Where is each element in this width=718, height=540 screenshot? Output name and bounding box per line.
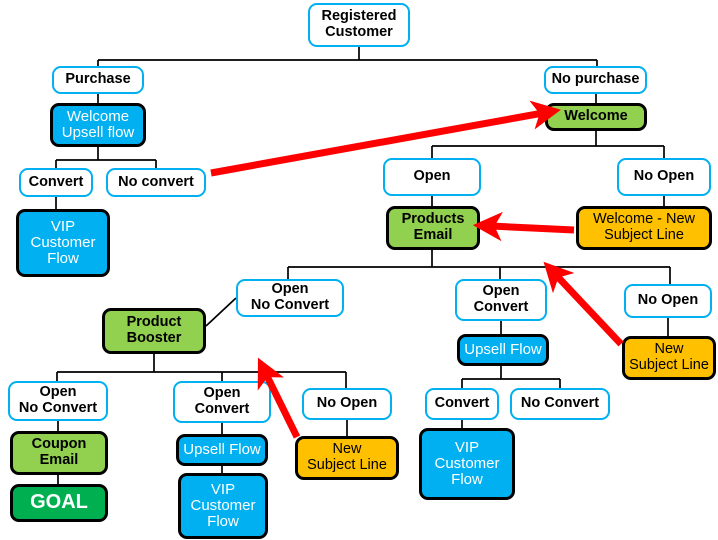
node-label: Product Booster	[126, 314, 182, 346]
node-upsell-flow-1[interactable]: Upsell Flow	[457, 334, 549, 366]
node-new-subject-line-2[interactable]: New Subject Line	[295, 436, 399, 480]
node-coupon-email[interactable]: Coupon Email	[10, 431, 108, 475]
node-convert-2[interactable]: Convert	[425, 388, 499, 420]
node-label: Coupon Email	[31, 436, 87, 468]
node-welcome-new-subject-line[interactable]: Welcome - New Subject Line	[576, 206, 712, 250]
node-label: Convert	[28, 173, 84, 190]
node-vip-customer-flow-3[interactable]: VIP Customer Flow	[178, 473, 268, 539]
node-no-open-2[interactable]: No Open	[624, 284, 712, 318]
node-label: No purchase	[551, 71, 640, 88]
node-convert-1[interactable]: Convert	[19, 168, 93, 197]
node-no-purchase[interactable]: No purchase	[544, 66, 647, 94]
node-label: Convert	[434, 395, 490, 412]
arrow-welcome-new-subject-to-products-email	[472, 211, 575, 242]
node-label: No convert	[118, 173, 194, 190]
node-purchase[interactable]: Purchase	[52, 66, 144, 94]
node-label: New Subject Line	[629, 341, 709, 373]
node-open-1[interactable]: Open	[383, 158, 481, 196]
node-no-open-3[interactable]: No Open	[302, 388, 392, 420]
node-label: No Convert	[520, 395, 600, 412]
node-label: No Open	[316, 395, 378, 412]
node-product-booster[interactable]: Product Booster	[102, 308, 206, 354]
node-label: VIP Customer Flow	[190, 480, 256, 531]
node-label: Welcome - New Subject Line	[592, 211, 696, 243]
node-label: Upsell Flow	[464, 340, 542, 358]
node-welcome[interactable]: Welcome	[545, 103, 647, 131]
node-label: Open Convert	[194, 385, 250, 417]
node-open-no-convert-1[interactable]: Open No Convert	[236, 279, 344, 317]
edge-welcome-to-open-no-open-1	[431, 131, 665, 158]
node-no-convert-2[interactable]: No Convert	[510, 388, 610, 420]
node-label: VIP Customer Flow	[434, 438, 500, 489]
edge-upsell-flow-1-to-children	[461, 366, 561, 388]
node-label: VIP Customer Flow	[30, 217, 96, 268]
node-vip-customer-flow-1[interactable]: VIP Customer Flow	[16, 209, 110, 277]
edge-welcome-upsell-flow-to-convert-no-convert	[55, 147, 157, 168]
node-welcome-upsell-flow[interactable]: Welcome Upsell flow	[50, 103, 146, 147]
node-goal[interactable]: GOAL	[10, 484, 108, 522]
node-label: Products Email	[401, 211, 465, 243]
node-upsell-flow-2[interactable]: Upsell Flow	[176, 434, 268, 466]
node-products-email[interactable]: Products Email	[386, 206, 480, 250]
node-label: Open No Convert	[250, 281, 330, 313]
node-label: Upsell Flow	[183, 440, 261, 458]
node-open-convert-2[interactable]: Open Convert	[173, 381, 271, 423]
node-no-convert-1[interactable]: No convert	[106, 168, 206, 197]
node-label: GOAL	[30, 491, 88, 514]
node-label: Welcome	[564, 108, 628, 125]
node-new-subject-line-1[interactable]: New Subject Line	[622, 336, 716, 380]
edge-open-no-convert-1-to-product-booster	[205, 297, 237, 327]
node-label: No Open	[637, 292, 699, 309]
arrow-no-convert-to-welcome	[210, 100, 561, 177]
node-label: Registered Customer	[321, 8, 397, 40]
node-label: Open No Convert	[18, 384, 98, 416]
node-no-open-1[interactable]: No Open	[617, 158, 711, 196]
arrow-new-subject-line-1-to-open-convert	[543, 261, 624, 347]
node-label: Purchase	[65, 71, 131, 88]
node-open-no-convert-2[interactable]: Open No Convert	[8, 381, 108, 421]
edge-registered-customer-to-purchase	[97, 47, 598, 66]
node-vip-customer-flow-2[interactable]: VIP Customer Flow	[419, 428, 515, 500]
node-label: Open Convert	[473, 283, 529, 315]
node-label: Open	[413, 168, 451, 185]
node-open-convert-1[interactable]: Open Convert	[455, 279, 547, 321]
node-registered-customer[interactable]: Registered Customer	[308, 3, 410, 47]
node-label: Welcome Upsell flow	[61, 107, 135, 141]
node-label: New Subject Line	[307, 441, 387, 473]
node-label: No Open	[633, 168, 695, 185]
